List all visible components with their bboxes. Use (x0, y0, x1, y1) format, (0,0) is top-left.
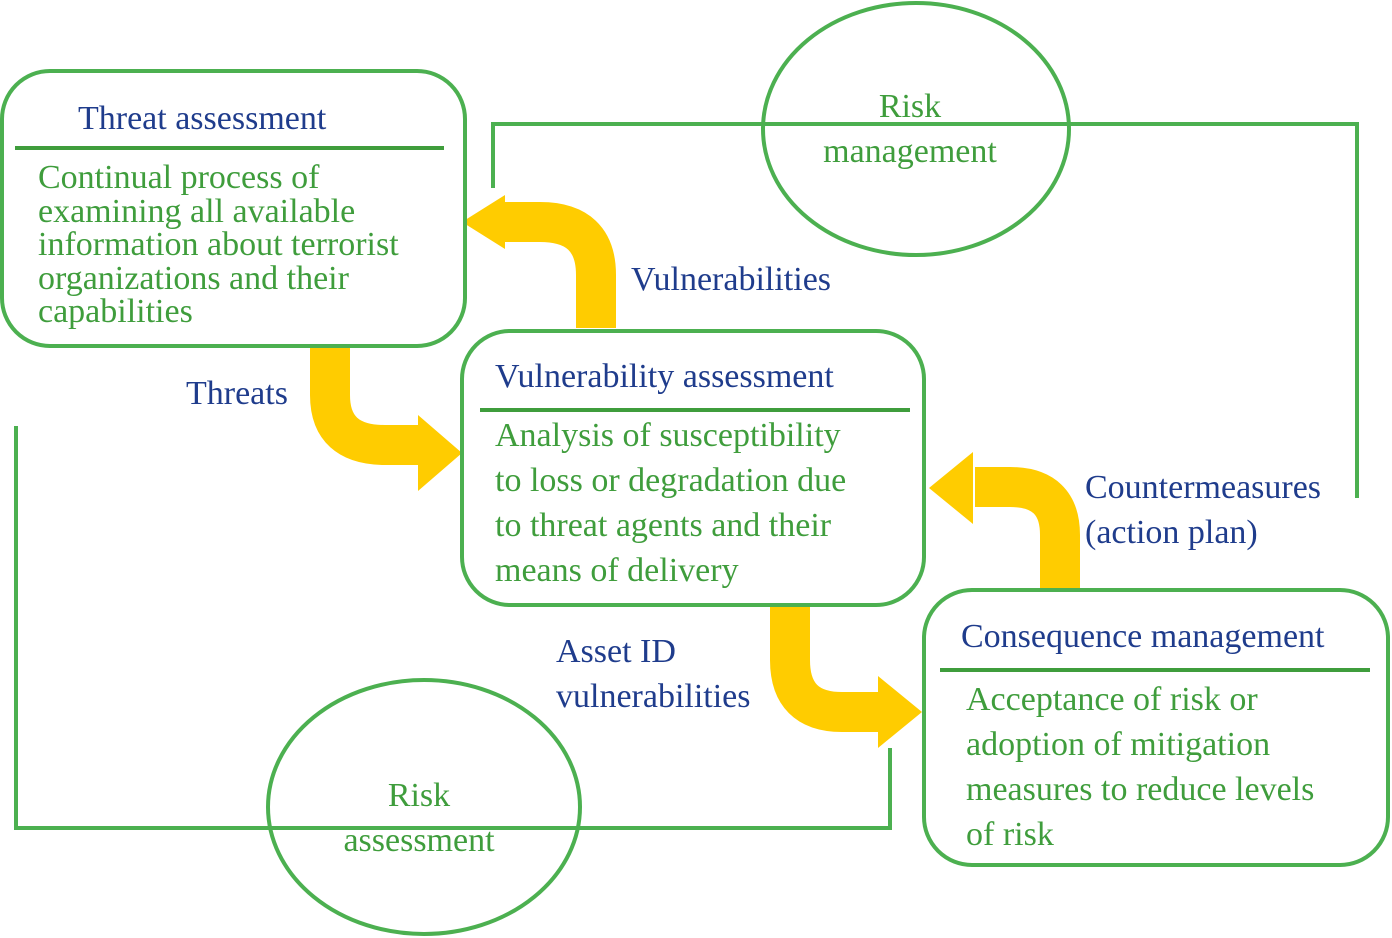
threat-body-line: capabilities (38, 293, 193, 330)
consequence-body-line: Acceptance of risk or (966, 681, 1258, 718)
threat-body-line: Continual process of (38, 159, 320, 196)
vulnerability-body-line: to loss or degradation due (495, 462, 847, 499)
vulnerability-body-line: to threat agents and their (495, 507, 832, 544)
asset-id-label-line: Asset ID (556, 633, 676, 670)
consequence-body-line: adoption of mitigation (966, 726, 1271, 763)
threat-assessment-box (0, 69, 467, 348)
risk-management-ellipse (761, 1, 1071, 257)
vulnerability-body-line: Analysis of susceptibility (495, 417, 841, 454)
risk-assessment-loop-line (14, 426, 892, 830)
risk-assessment-label: Risk assessment (309, 773, 529, 863)
threat-body-line: information about terrorist (38, 226, 399, 263)
countermeasures-arrow (929, 452, 1080, 588)
risk-management-label-line: Risk (878, 88, 942, 125)
consequence-management-title: Consequence management (961, 618, 1325, 655)
risk-management-loop-line (491, 122, 1359, 498)
risk-assessment-ellipse (266, 678, 582, 936)
vulnerability-assessment-description: Analysis of susceptibility to loss or de… (495, 413, 846, 593)
consequence-management-box (922, 588, 1390, 867)
vulnerability-body-line: means of delivery (495, 552, 739, 589)
consequence-body-line: of risk (966, 816, 1054, 853)
asset-id-arrow (770, 605, 922, 748)
consequence-management-description: Acceptance of risk or adoption of mitiga… (966, 677, 1314, 857)
asset-id-label-line: vulnerabilities (556, 678, 751, 715)
threat-assessment-title: Threat assessment (78, 100, 327, 137)
risk-management-label: Risk management (800, 84, 1020, 174)
threat-body-line: examining all available (38, 192, 356, 230)
countermeasures-label-line: (action plan) (1085, 514, 1258, 551)
threats-arrow (310, 347, 462, 491)
threat-assessment-description: Continual process of examining all avail… (38, 161, 399, 329)
risk-management-label-line: management (823, 133, 997, 170)
asset-id-label: Asset ID vulnerabilities (556, 629, 751, 719)
consequence-body-line: measures to reduce levels (966, 771, 1315, 808)
countermeasures-label: Countermeasures (action plan) (1085, 465, 1321, 555)
countermeasures-label-line: Countermeasures (1085, 469, 1322, 506)
vulnerabilities-label: Vulnerabilities (631, 261, 832, 298)
threat-body-line: organizations and their (38, 259, 349, 297)
risk-assessment-label-line: assessment (343, 822, 495, 859)
risk-assessment-label-line: Risk (387, 777, 451, 814)
vulnerability-assessment-title: Vulnerability assessment (495, 358, 834, 395)
vulnerabilities-arrow (462, 195, 616, 328)
vulnerability-assessment-box (460, 329, 926, 607)
threats-label: Threats (186, 375, 288, 412)
